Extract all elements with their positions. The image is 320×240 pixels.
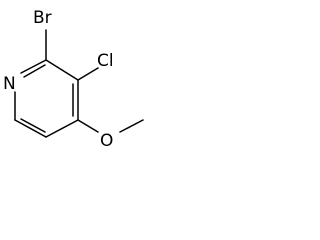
bond-c6-c5 xyxy=(14,119,47,138)
atom-label-o: O xyxy=(100,131,113,151)
atom-label-br: Br xyxy=(33,8,52,28)
pyridine-ring xyxy=(14,59,79,138)
bond-c2-n1 xyxy=(20,59,47,74)
bond-o-ch3 xyxy=(119,119,144,133)
substituent-bonds xyxy=(45,29,144,133)
bond-c3-cl xyxy=(77,67,99,81)
molecule-structure: Br Cl N O xyxy=(3,8,144,151)
atom-label-cl: Cl xyxy=(97,51,114,71)
bond-c2-n1-inner xyxy=(23,64,46,78)
bond-c3-c2 xyxy=(45,59,79,81)
bond-c6-c5-inner xyxy=(20,118,46,133)
atom-label-n: N xyxy=(3,74,16,94)
bond-c5-c4 xyxy=(45,119,79,138)
bond-c4-o xyxy=(77,119,99,133)
